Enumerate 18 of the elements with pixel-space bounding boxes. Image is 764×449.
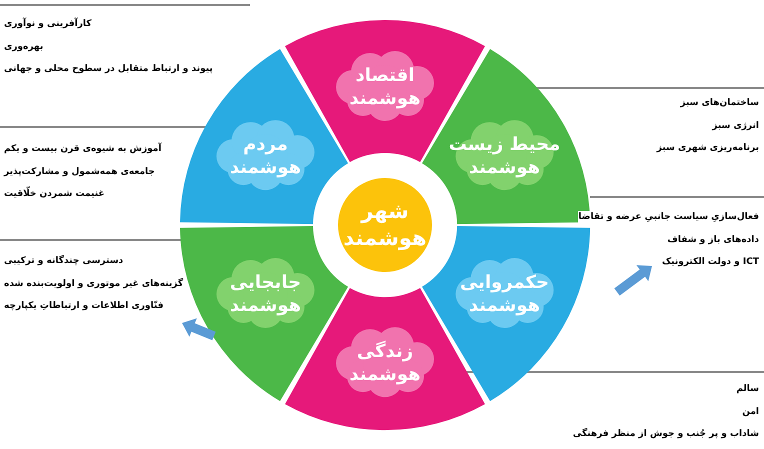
list-item: فنّاوری اطلاعات و ارتباطاتِ یکپارچه <box>4 300 164 313</box>
list-item: غنیمت شمردن خلّاقیت <box>4 188 105 201</box>
list-item: ICT و دولت الکترونیک <box>662 256 759 269</box>
list-item: فعال‌سازیِ سیاست جانبیِ عرضه و تقاضا <box>578 211 759 224</box>
list-item: ساختمان‌های سبز <box>680 97 759 110</box>
list-item: پیوند و ارتباط متقابل در سطوح محلی و جهانی <box>4 63 213 76</box>
list-item: داده‌های باز و شفاف <box>667 234 759 246</box>
list-item: شاداب و پر جُنب و جوش از منظر فرهنگی <box>572 428 759 441</box>
list-item: برنامه‌ریزی شهری سبز <box>656 142 759 155</box>
list-item: انرژی سبز <box>712 120 759 132</box>
list-item: جامعه‌ی همه‌شمول و مشارکت‌پذیر <box>4 166 155 178</box>
list-item: کارآفرینی و نوآوری <box>4 18 92 31</box>
list-item: امن <box>742 406 759 418</box>
list-item: گزینه‌های غیر موتوری و اولویت‌بنده شده <box>4 278 184 290</box>
list-item: دسترسی چندگانه و ترکیبی <box>4 255 124 268</box>
list-item: سالم <box>736 383 759 396</box>
list-item: آموزش به شیوه‌ی قرن بیست و یکم <box>4 143 162 156</box>
center-circle: شهر هوشمند <box>338 178 432 272</box>
